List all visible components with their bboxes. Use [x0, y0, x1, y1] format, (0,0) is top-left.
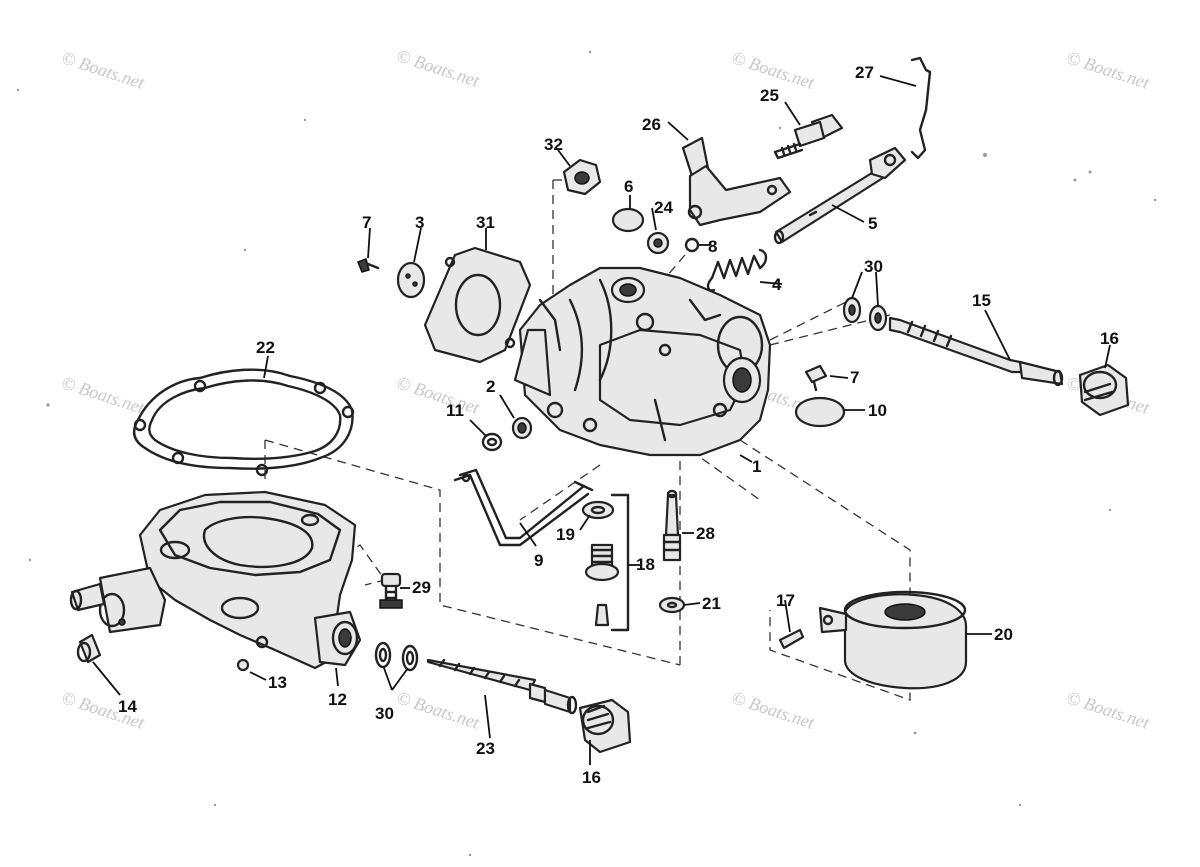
label-part-10: 10: [868, 401, 887, 420]
label-part-7-lower: 7: [850, 368, 859, 387]
label-part-16-lower: 16: [582, 768, 601, 787]
part-24-washer: [646, 231, 670, 255]
part-28-needle-valve: [662, 489, 682, 562]
alignment-lines: [264, 179, 911, 701]
label-part-2: 2: [486, 377, 495, 396]
label-part-27: 27: [855, 63, 874, 82]
part-23-needle: [426, 658, 578, 715]
part-31-flange-gasket: [423, 246, 532, 364]
part-12-float-bowl: [69, 490, 362, 670]
part-16-cap-nut-upper: [1078, 363, 1130, 417]
part-1-carburetor-body: [513, 266, 772, 457]
part-20-float: [818, 590, 968, 690]
label-part-18: 18: [636, 555, 655, 574]
label-part-24: 24: [654, 198, 673, 217]
label-part-26: 26: [642, 115, 661, 134]
scan-specks: [16, 50, 1157, 857]
label-part-14: 14: [118, 697, 137, 716]
part-30-washers-lower: [374, 641, 419, 672]
part-17-pin: [778, 628, 805, 650]
label-part-23: 23: [476, 739, 495, 758]
part-29-screw: [379, 572, 403, 609]
label-part-20: 20: [994, 625, 1013, 644]
part-32-nut: [562, 158, 602, 196]
label-part-19: 19: [556, 525, 575, 544]
part-25-shoulder-screw: [773, 113, 844, 160]
label-part-28: 28: [696, 524, 715, 543]
label-part-1: 1: [752, 457, 761, 476]
part-labels: 1 2 3 4 5 6 7 7 8 9 10 11 12 13 14 15 16…: [118, 63, 1119, 787]
part-19-washer: [581, 500, 615, 520]
part-11-clip: [481, 432, 503, 452]
part-26-throttle-lever: [681, 136, 792, 227]
part-9-link-rod: [453, 468, 594, 547]
label-part-31: 31: [476, 213, 495, 232]
label-part-21: 21: [702, 594, 721, 613]
part-4-spring: [706, 248, 768, 292]
part-10-welch-plug: [794, 396, 846, 428]
part-27-wire-link: [910, 56, 932, 160]
part-21-washer: [658, 596, 686, 614]
label-part-5: 5: [868, 214, 877, 233]
part-6-welch-plug: [611, 207, 645, 233]
label-part-25: 25: [760, 86, 779, 105]
part-18-seat-assembly: [584, 493, 630, 632]
label-part-13: 13: [268, 673, 287, 692]
label-part-17: 17: [776, 591, 795, 610]
label-part-32: 32: [544, 135, 563, 154]
label-part-6: 6: [624, 177, 633, 196]
part-8-ball: [684, 237, 700, 253]
label-part-8: 8: [708, 237, 717, 256]
label-part-12: 12: [328, 690, 347, 709]
label-part-11: 11: [446, 401, 464, 420]
label-part-30-lower: 30: [375, 704, 394, 723]
leader-lines: [92, 75, 1111, 765]
part-2-washer: [511, 416, 533, 440]
part-22-gasket: [132, 368, 355, 477]
part-13-ball: [236, 658, 250, 672]
label-part-15: 15: [972, 291, 991, 310]
label-part-3: 3: [415, 213, 424, 232]
label-part-4: 4: [772, 275, 782, 294]
label-part-9: 9: [534, 551, 543, 570]
part-7-screw-lower: [804, 364, 828, 392]
part-30-washers-upper: [842, 296, 888, 332]
label-part-16-upper: 16: [1100, 329, 1119, 348]
label-part-7-upper: 7: [362, 213, 371, 232]
part-5-throttle-shaft: [773, 146, 907, 245]
label-part-30-upper: 30: [864, 257, 883, 276]
part-3-disc: [396, 261, 426, 299]
part-7-screw-upper: [357, 258, 380, 273]
part-14-plug: [76, 633, 102, 664]
label-part-29: 29: [412, 578, 431, 597]
part-16-cap-nut-lower: [578, 698, 632, 754]
label-part-22: 22: [256, 338, 275, 357]
part-15-high-speed-needle: [888, 316, 1064, 387]
